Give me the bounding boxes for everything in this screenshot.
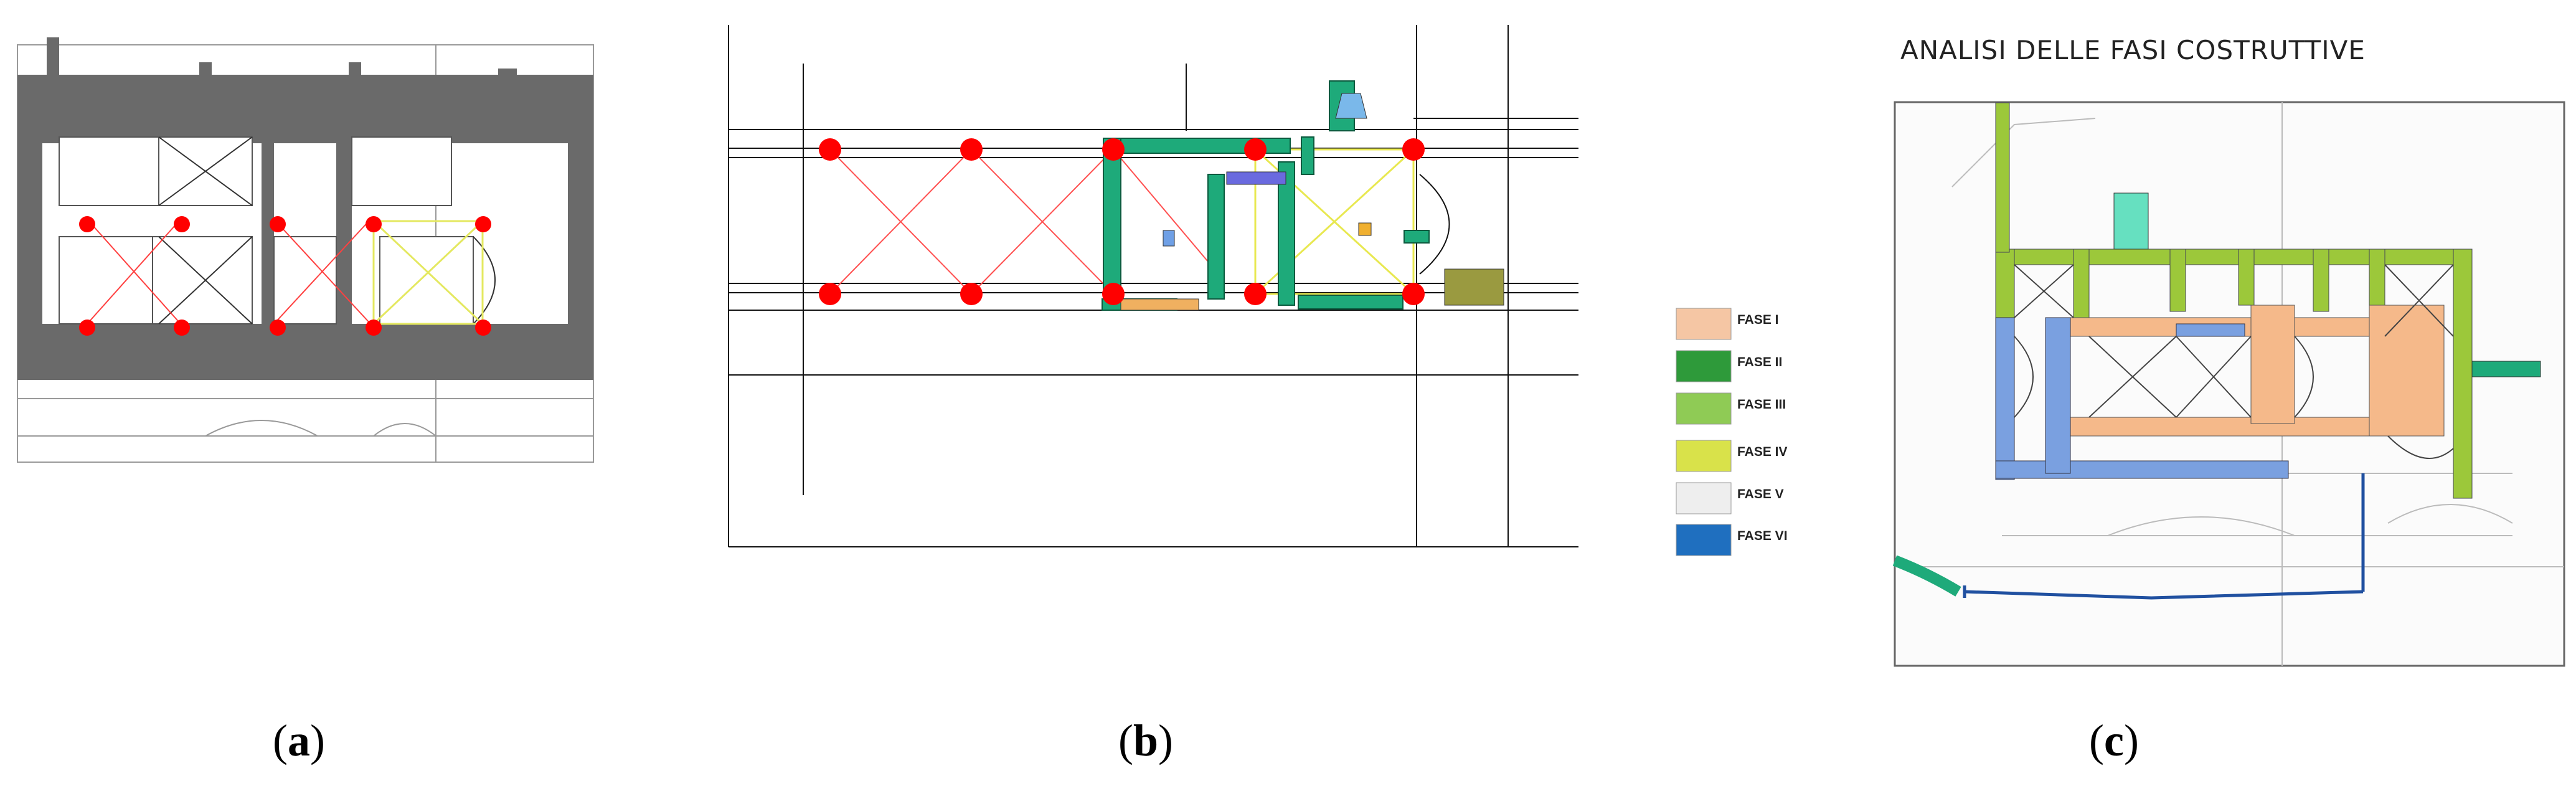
caption-a: (a): [273, 716, 325, 765]
panel-c-teal-wall: [2471, 361, 2541, 377]
phase-legend: FASE I FASE II FASE III FASE IV FASE V F…: [1669, 305, 1856, 567]
panel-b-orange-bar: [1120, 298, 1199, 311]
pillar-dot: [1402, 283, 1425, 305]
pillar-dot: [819, 138, 841, 161]
legend-item: FASE V: [1676, 482, 1784, 514]
panel-c-phase-6-lines: [1963, 473, 2365, 600]
pillar-dot: [1244, 283, 1267, 305]
pillar-dot: [1102, 283, 1125, 305]
legend-swatch-fase-6: [1676, 524, 1732, 556]
legend-swatch-fase-4: [1676, 440, 1732, 472]
panel-b-red-diagonals: [829, 149, 1209, 295]
panel-b-structural-plan: [722, 25, 1594, 567]
legend-label: FASE II: [1737, 355, 1782, 369]
panel-c-drawing: [1892, 101, 2565, 667]
legend-item: FASE VI: [1676, 524, 1788, 556]
legend-item: FASE II: [1676, 350, 1782, 382]
legend-label: FASE I: [1737, 313, 1779, 327]
legend-item: FASE I: [1676, 308, 1779, 340]
panel-a-walls: [17, 37, 593, 380]
pillar-dot: [270, 320, 286, 336]
pillar-dot: [79, 216, 95, 232]
legend-label: FASE VI: [1737, 529, 1788, 543]
panel-a-yellow-highlight: [372, 220, 484, 325]
pillar-dot: [174, 216, 190, 232]
pillar-dot: [366, 216, 382, 232]
panel-b-phase-walls: [1102, 80, 1430, 311]
legend-swatch-fase-5: [1676, 482, 1732, 514]
panel-b-blue-bar: [1226, 171, 1286, 185]
panel-b-lightblue-shape: [1335, 93, 1367, 119]
panel-c-title: ANALISI DELLE FASI COSTRUTTIVE: [1900, 35, 2366, 65]
pillar-dot: [270, 216, 286, 232]
panel-b-apse-arc: [1419, 174, 1450, 275]
panel-b-olive-block: [1444, 268, 1504, 306]
caption-b: (b): [1118, 716, 1173, 765]
panel-a-pillar-dots: [79, 216, 491, 336]
panel-c-phase-plan: [1890, 100, 2569, 673]
pillar-dot: [366, 320, 382, 336]
caption-c: (c): [2089, 716, 2139, 765]
legend-drawing: FASE I FASE II FASE III FASE IV FASE V F…: [1676, 308, 1788, 556]
panel-a-red-diagonals: [87, 219, 371, 324]
pillar-dot: [960, 138, 983, 161]
pillar-dot: [475, 320, 491, 336]
legend-item: FASE III: [1676, 392, 1786, 425]
panel-c-phase-6-walls: [1995, 317, 2289, 480]
caption-b-label: b: [1133, 716, 1159, 765]
panel-b-drawing: [728, 25, 1578, 547]
panel-c-vault-lines: [2014, 264, 2454, 459]
pillar-dot: [819, 283, 841, 305]
legend-label: FASE III: [1737, 397, 1786, 412]
panel-b-orange-small: [1358, 222, 1372, 236]
legend-label: FASE IV: [1737, 445, 1788, 459]
caption-c-label: c: [2104, 716, 2124, 765]
pillar-dot: [1102, 138, 1125, 161]
panel-c-teal-block: [2113, 192, 2149, 250]
panel-a-floor-plan: [0, 0, 623, 486]
pillar-dot: [475, 216, 491, 232]
panel-b-pillar-dots: [819, 138, 1425, 305]
caption-a-label: a: [288, 716, 310, 765]
legend-swatch-fase-3: [1676, 392, 1732, 425]
legend-swatch-fase-2: [1676, 350, 1732, 382]
panel-a-bays: [59, 136, 474, 324]
pillar-dot: [174, 320, 190, 336]
pillar-dot: [1244, 138, 1267, 161]
legend-label: FASE V: [1737, 487, 1784, 501]
pillar-dot: [960, 283, 983, 305]
pillar-dot: [1402, 138, 1425, 161]
panel-a-drawing: [17, 37, 594, 463]
panel-b-blue-small: [1163, 230, 1175, 247]
pillar-dot: [79, 320, 95, 336]
legend-swatch-fase-1: [1676, 308, 1732, 340]
panel-c-green-curve: [1892, 555, 1961, 597]
legend-item: FASE IV: [1676, 440, 1788, 472]
